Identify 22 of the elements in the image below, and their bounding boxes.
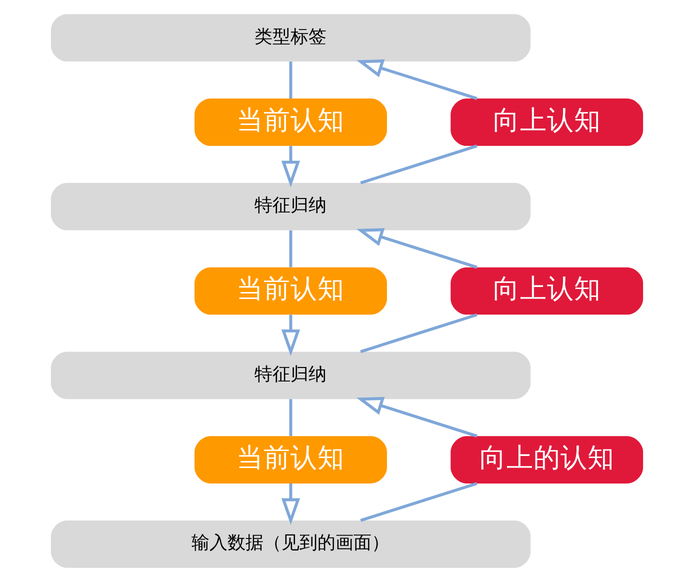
connector [288,62,292,99]
arrow [356,59,477,100]
node-box: 向上认知 [450,98,643,146]
connector [360,313,477,354]
node-box: 向上的认知 [450,436,643,484]
arrow [280,484,300,525]
node-box: 特征归纳 [50,182,530,230]
connector [288,399,292,436]
node-box: 输入数据（见到的画面） [50,520,530,568]
node-box: 特征归纳 [50,352,530,400]
arrow [356,228,477,269]
arrow [280,146,300,188]
node-box: 当前认知 [194,267,386,315]
node-box: 向上认知 [450,267,643,315]
connector [360,144,477,184]
node-box: 类型标签 [50,14,530,62]
node-box: 当前认知 [194,98,386,146]
arrow [356,396,477,438]
arrow [280,314,300,356]
connector [360,482,477,522]
connector [288,230,292,268]
node-box: 当前认知 [194,436,386,484]
